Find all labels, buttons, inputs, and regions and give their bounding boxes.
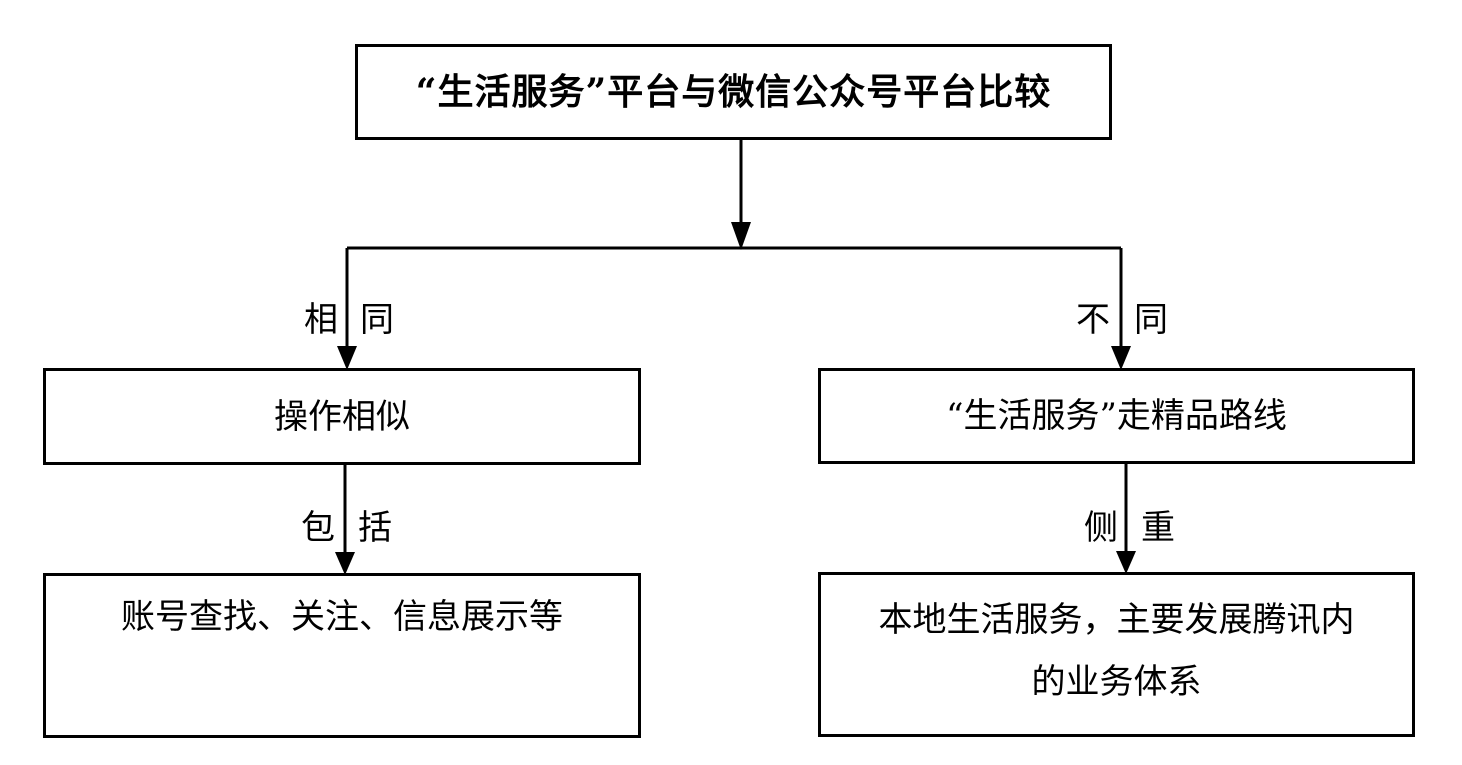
root-node: “生活服务”平台与微信公众号平台比较 <box>355 44 1112 140</box>
includes-node-text: 账号查找、关注、信息展示等 <box>121 597 563 637</box>
same-node: 操作相似 <box>43 368 641 465</box>
left-edge-label-1: 相 <box>304 300 338 340</box>
root-arrowhead <box>731 222 751 250</box>
left-sub-label-1: 包 <box>301 508 335 548</box>
includes-node: 账号查找、关注、信息展示等 <box>43 573 641 738</box>
focus-node-line-1: 本地生活服务，主要发展腾讯内 <box>878 600 1355 640</box>
left-edge-label-2: 同 <box>360 300 394 340</box>
same-node-text: 操作相似 <box>274 396 410 437</box>
right-sub-label-2: 重 <box>1141 508 1175 548</box>
right-sub-label-1: 侧 <box>1084 508 1118 548</box>
left-branch-arrowhead <box>337 346 357 370</box>
right-edge-label-2: 同 <box>1134 300 1168 340</box>
left-sub-arrowhead <box>335 552 355 575</box>
right-branch-arrowhead <box>1111 346 1131 370</box>
different-node: “生活服务”走精品路线 <box>818 368 1415 464</box>
right-edge-label-1: 不 <box>1076 300 1110 340</box>
different-node-text: “生活服务”走精品路线 <box>946 396 1287 436</box>
right-sub-arrowhead <box>1116 551 1136 574</box>
left-sub-label-2: 括 <box>358 508 392 548</box>
focus-node: 本地生活服务，主要发展腾讯内 的业务体系 <box>818 572 1415 737</box>
focus-node-line-2: 的业务体系 <box>1031 662 1202 702</box>
root-title: “生活服务”平台与微信公众号平台比较 <box>415 71 1052 113</box>
